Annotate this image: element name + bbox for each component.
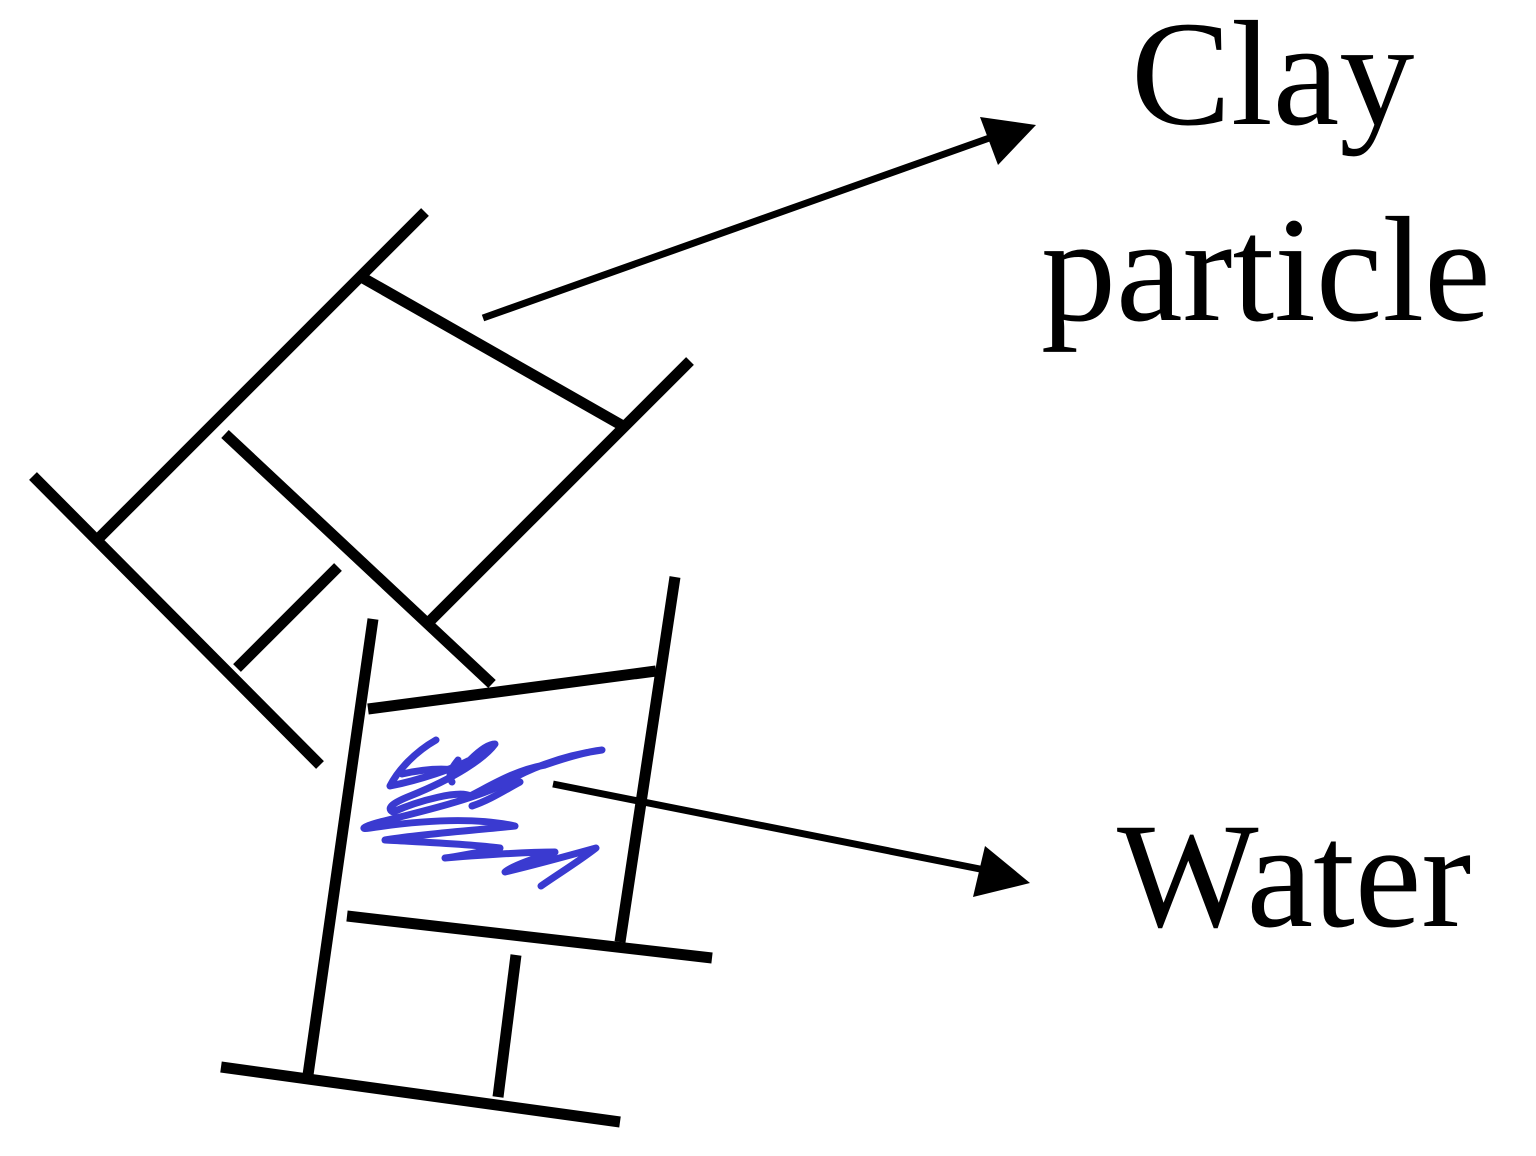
- upper-stack-right-plate: [424, 357, 694, 627]
- water-arrow-line: [552, 780, 986, 874]
- lower-clay-stack: [220, 576, 713, 1128]
- clay-arrow: [481, 117, 1036, 322]
- lower-stack-bottom-plate: [220, 1061, 621, 1128]
- upper-stack-upper-connector: [360, 273, 626, 431]
- clay-arrow-line: [481, 132, 997, 322]
- clay-label-line1: Clay: [1131, 0, 1414, 157]
- upper-stack-top-plate: [96, 208, 429, 541]
- water-scribble-stroke-2: [398, 756, 524, 810]
- water-arrowhead: [973, 846, 1030, 897]
- clay-arrowhead: [980, 117, 1036, 165]
- lower-stack-left-plate: [302, 618, 379, 1076]
- lower-stack-middle-plate: [346, 910, 713, 964]
- water-arrow: [552, 780, 1030, 897]
- upper-stack-lower-connector: [221, 429, 496, 689]
- water-scribble-stroke: [360, 736, 606, 890]
- lower-stack-short-connector: [492, 954, 522, 1098]
- upper-stack-bottom-plate: [29, 472, 324, 769]
- lower-stack-right-plate: [614, 576, 681, 943]
- upper-stack-short-plate: [233, 563, 342, 672]
- upper-clay-stack: [29, 208, 694, 769]
- water-label: Water: [1117, 793, 1471, 959]
- water-scribble: [360, 736, 606, 890]
- lower-stack-top-connector: [367, 665, 657, 715]
- clay-label-line2: particle: [1041, 187, 1491, 353]
